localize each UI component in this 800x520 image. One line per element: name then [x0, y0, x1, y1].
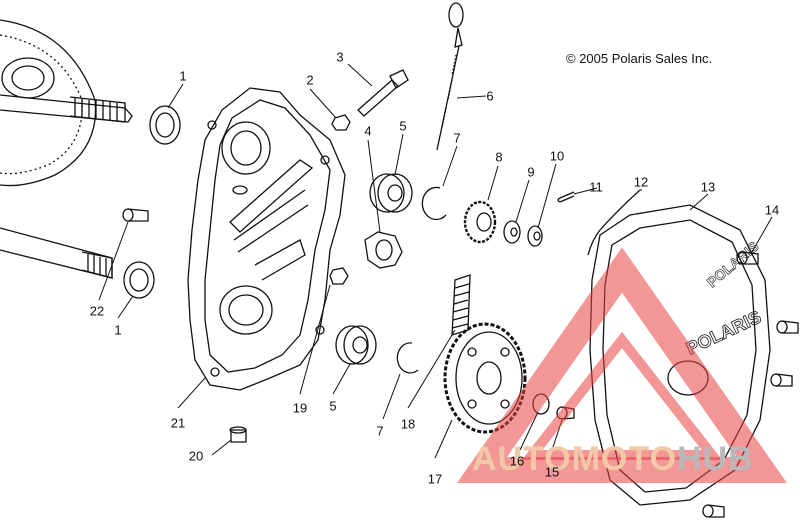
callout-22: 22: [89, 303, 105, 319]
bolt-3: [357, 69, 409, 117]
callout-18: 18: [400, 416, 416, 432]
drive-chain: [451, 274, 471, 336]
callout-21: 21: [170, 415, 186, 431]
gasket: [587, 189, 641, 256]
bearing-lower: [335, 325, 377, 365]
lower-shaft: [0, 227, 113, 279]
cotter-pin: [557, 191, 575, 203]
chaincase-housing: [187, 87, 346, 391]
nut-19: [329, 267, 349, 285]
callout-7-lower: 7: [376, 423, 384, 439]
callout-19: 19: [292, 400, 308, 416]
cover-bolts: [702, 251, 799, 518]
washer-9: [503, 220, 521, 244]
callout-12: 12: [633, 174, 649, 190]
drain-plug: [229, 426, 247, 443]
callout-17: 17: [427, 471, 443, 487]
callout-9: 9: [527, 164, 535, 180]
callout-13: 13: [700, 179, 716, 195]
nut-10: [527, 225, 543, 247]
tensioner: [364, 231, 403, 269]
callout-3: 3: [336, 49, 344, 65]
clutter-disc: [0, 19, 97, 187]
callout-14: 14: [764, 202, 780, 218]
leader-lines: [98, 63, 773, 459]
watermark-text-part2: HUB: [677, 440, 754, 478]
callout-11: 11: [589, 179, 603, 195]
cover-brand-text: POLARIS: [683, 307, 764, 359]
callout-20: 20: [188, 448, 204, 464]
small-sprocket: [463, 200, 497, 244]
callout-6: 6: [486, 88, 494, 104]
nut-2: [331, 114, 351, 131]
callout-1-lower: 1: [114, 322, 122, 338]
seal-upper: [149, 105, 181, 145]
callout-7-upper: 7: [453, 130, 461, 146]
snap-ring-lower: [396, 342, 419, 374]
callout-5-upper: 5: [399, 118, 407, 134]
callout-4: 4: [364, 123, 372, 139]
large-sprocket: [443, 322, 527, 434]
copyright-text: © 2005 Polaris Sales Inc.: [566, 51, 713, 66]
callout-2: 2: [306, 72, 314, 88]
callout-1-upper: 1: [179, 68, 187, 84]
watermark-text-part1: AUTOMOTO: [472, 440, 678, 478]
callout-8: 8: [495, 149, 503, 165]
callout-16: 16: [509, 453, 525, 469]
watermark-logo: [457, 247, 787, 483]
callout-15: 15: [544, 464, 560, 480]
callout-5-lower: 5: [329, 398, 337, 414]
watermark-text: AUTOMOTOHUB: [472, 440, 754, 479]
dipstick: [436, 2, 464, 151]
snap-ring-upper: [421, 186, 447, 221]
callout-10: 10: [549, 148, 565, 164]
upper-shaft: [0, 94, 133, 123]
seal-lower: [123, 261, 155, 299]
bolt-22: [122, 208, 149, 222]
